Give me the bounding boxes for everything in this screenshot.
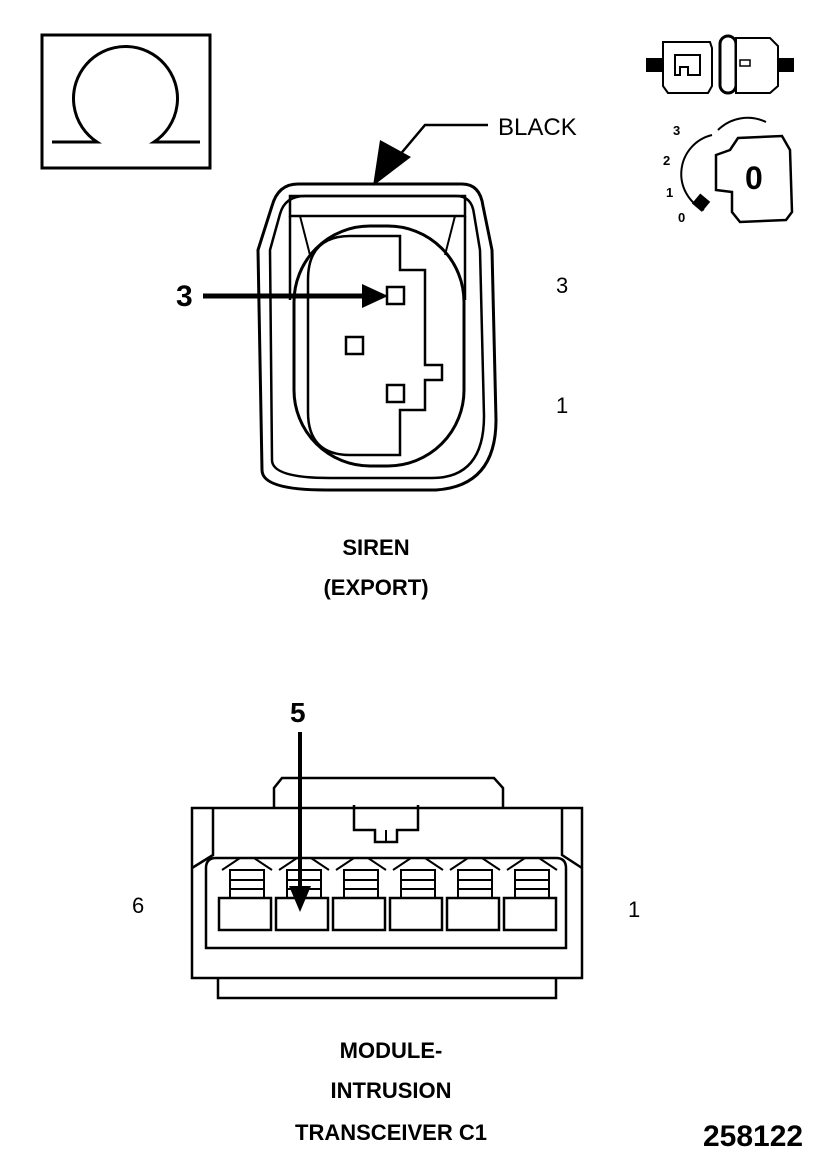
module-pin-label-left: 6 (132, 893, 145, 918)
siren-pin-callout: 3 (176, 280, 193, 313)
black-wire-pointer (373, 123, 488, 186)
module-title-line3: TRANSCEIVER C1 (295, 1120, 487, 1145)
module-terminal (331, 857, 387, 932)
key-position-3: 3 (673, 123, 681, 138)
connector-icon (646, 34, 794, 95)
siren-pin-arrow (203, 284, 388, 308)
wire-color-label: BLACK (498, 114, 577, 141)
module-pin-label-right: 1 (628, 897, 641, 922)
ignition-key-icon (680, 116, 794, 224)
siren-pin-label-bottom: 1 (556, 393, 569, 418)
module-terminal (217, 857, 273, 932)
key-letter: 0 (745, 160, 763, 196)
siren-pin-label-top: 3 (556, 273, 569, 298)
siren-title: SIREN (342, 535, 410, 560)
siren-connector (256, 182, 498, 492)
key-position-1: 1 (666, 185, 674, 200)
module-title-line1: MODULE- (339, 1038, 443, 1063)
siren-subtitle: (EXPORT) (323, 575, 429, 600)
module-terminal (445, 857, 501, 932)
module-pin-callout: 5 (290, 697, 306, 728)
key-position-0: 0 (678, 210, 686, 225)
module-terminal (388, 857, 444, 932)
module-terminal (502, 857, 558, 932)
module-connector (190, 776, 584, 1000)
figure-number: 258122 (703, 1120, 804, 1153)
ohmmeter-icon (40, 33, 212, 170)
key-position-2: 2 (663, 153, 671, 168)
module-title-line2: INTRUSION (330, 1078, 452, 1103)
module-pin-arrow (289, 732, 311, 912)
